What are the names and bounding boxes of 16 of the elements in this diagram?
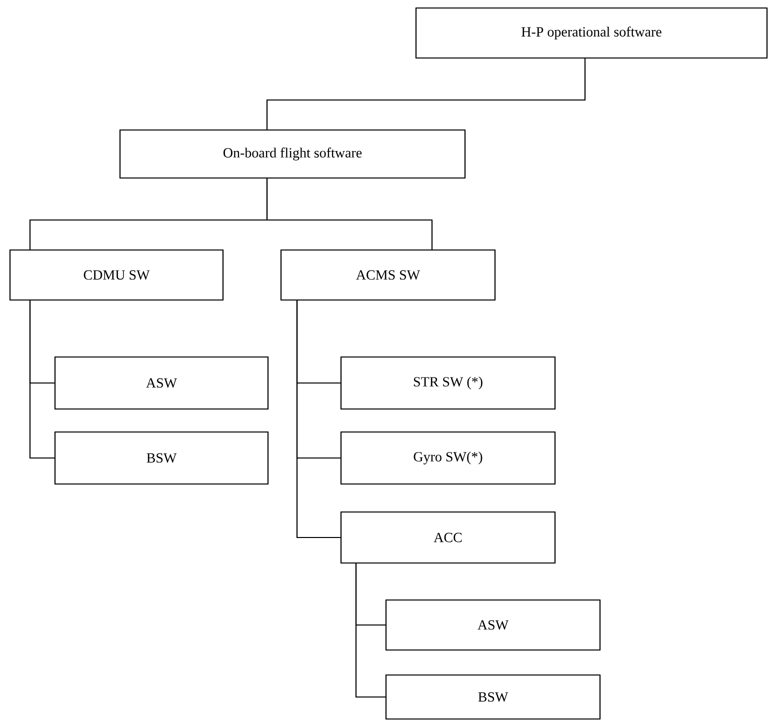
box: On-board flight software	[119, 129, 466, 179]
connector-line	[355, 564, 386, 698]
box: STR SW (*)	[340, 356, 556, 410]
box: ACMS SW	[280, 249, 496, 301]
box: BSW	[54, 431, 269, 485]
connector-line	[296, 300, 340, 538]
box: BSW	[385, 674, 601, 720]
box: H-P operational software	[415, 7, 768, 59]
connector-line	[266, 178, 433, 250]
connector-line	[266, 58, 586, 130]
connector-line	[29, 300, 54, 459]
box: Gyro SW(*)	[340, 431, 556, 485]
box: ACC	[340, 511, 556, 564]
box: ASW	[54, 356, 269, 410]
box: CDMU SW	[9, 249, 224, 301]
box: ASW	[385, 599, 601, 651]
